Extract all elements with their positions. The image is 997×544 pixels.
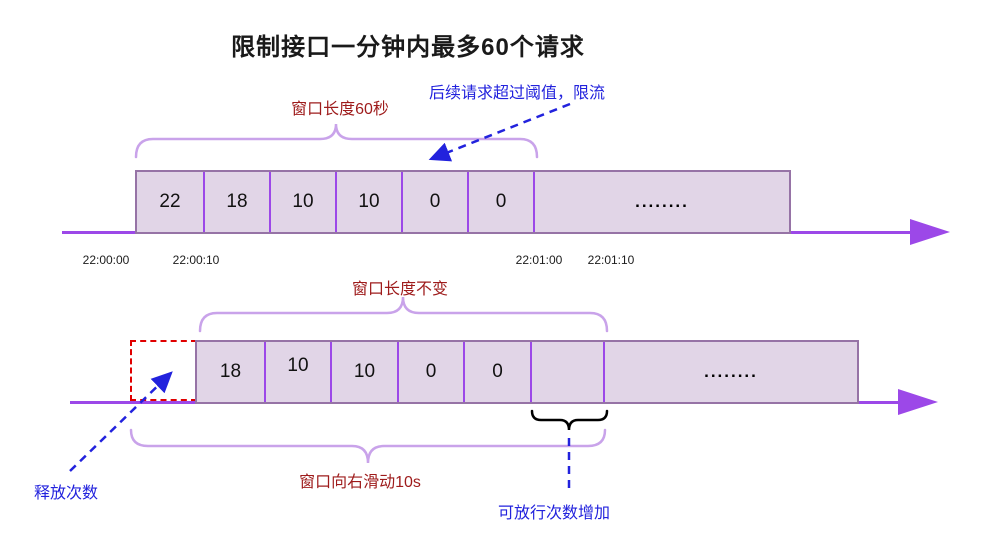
time-label: 22:00:00 bbox=[82, 253, 130, 267]
dots-ellipsis: ........ bbox=[635, 192, 689, 211]
released-slot-dashed-box bbox=[130, 340, 197, 401]
window-cell: 10 bbox=[264, 342, 330, 402]
cell-value: 22 bbox=[159, 191, 181, 212]
throttle-dashed-arrow bbox=[428, 102, 571, 162]
top-window-brace bbox=[134, 123, 539, 159]
new-empty-slot-cell bbox=[530, 342, 603, 402]
slide-right-brace bbox=[129, 428, 607, 464]
window-cell: 10 bbox=[335, 172, 401, 232]
release-count-label: 释放次数 bbox=[33, 485, 99, 502]
top-throttle-label: 后续请求超过阈值，限流 bbox=[428, 85, 606, 102]
window-cell: 0 bbox=[397, 342, 463, 402]
dots-ellipsis: ........ bbox=[704, 362, 758, 381]
cell-value: 0 bbox=[492, 361, 503, 382]
top-window-row: 22 18 10 10 0 0 ........ bbox=[135, 170, 791, 234]
top-timeline-arrowhead-icon bbox=[910, 219, 950, 245]
diagram-title: 限制接口一分钟内最多60个请求 bbox=[231, 34, 585, 61]
allow-count-brace bbox=[530, 409, 609, 431]
slide-right-label: 窗口向右滑动10s bbox=[299, 474, 421, 491]
top-window-length-label: 窗口长度60秒 bbox=[291, 101, 389, 118]
bottom-window-length-label: 窗口长度不变 bbox=[351, 281, 449, 298]
window-cell: 18 bbox=[197, 342, 264, 402]
cell-value: 0 bbox=[429, 191, 441, 212]
window-cell: 22 bbox=[137, 172, 203, 232]
bottom-window-brace bbox=[198, 296, 609, 333]
window-cell: 0 bbox=[467, 172, 533, 232]
time-label: 22:01:00 bbox=[515, 253, 563, 267]
window-cell: 0 bbox=[401, 172, 467, 232]
cell-value: 10 bbox=[358, 191, 380, 212]
cell-value: 0 bbox=[425, 361, 437, 382]
cell-value: 18 bbox=[226, 191, 248, 212]
window-cell: 0 bbox=[463, 342, 530, 402]
cell-value: 10 bbox=[353, 361, 376, 382]
future-slots-cell: ........ bbox=[603, 342, 857, 402]
cell-value: 10 bbox=[287, 355, 309, 376]
future-slots-cell: ........ bbox=[533, 172, 789, 232]
allow-count-label: 可放行次数增加 bbox=[497, 505, 611, 522]
bottom-timeline-arrowhead-icon bbox=[898, 389, 938, 415]
cell-value: 10 bbox=[292, 191, 314, 212]
bottom-window-row: 18 10 10 0 0 ........ bbox=[195, 340, 859, 404]
window-cell: 10 bbox=[330, 342, 397, 402]
time-label: 22:01:10 bbox=[587, 253, 635, 267]
window-cell: 10 bbox=[269, 172, 335, 232]
window-cell: 18 bbox=[203, 172, 269, 232]
time-label: 22:00:10 bbox=[172, 253, 220, 267]
cell-value: 0 bbox=[495, 191, 507, 212]
cell-value: 18 bbox=[219, 361, 242, 382]
